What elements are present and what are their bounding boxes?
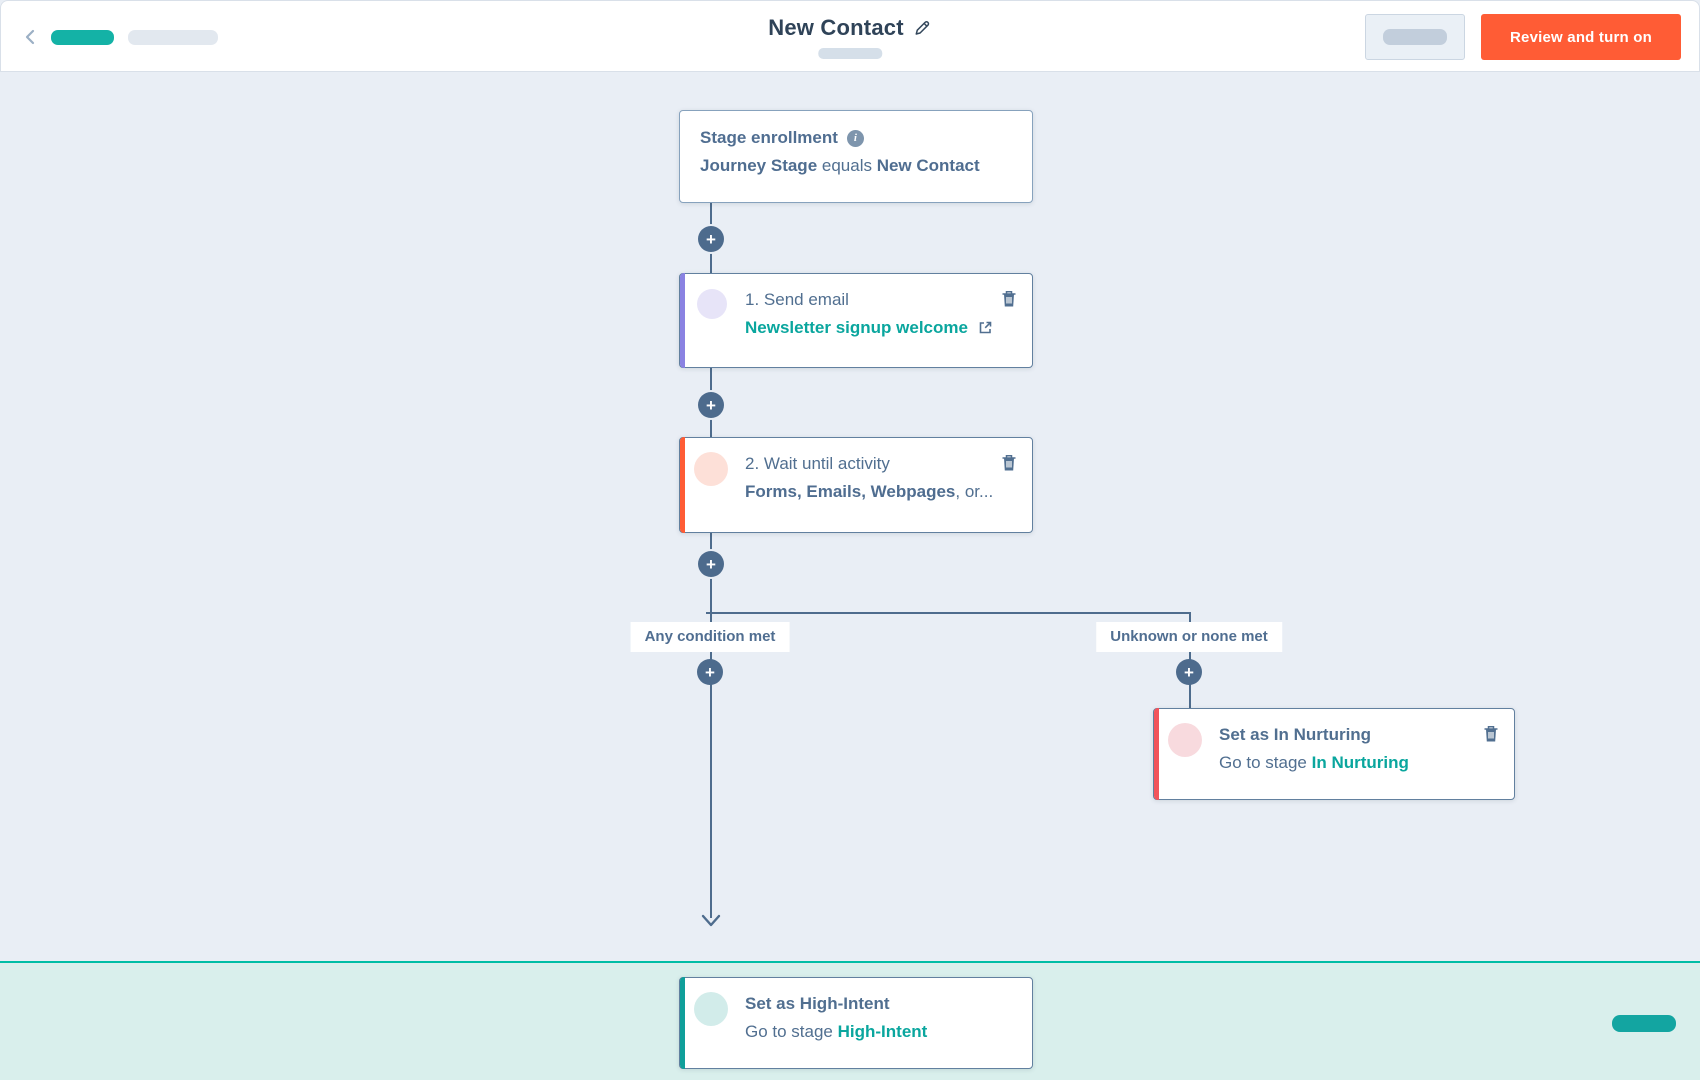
wait-title: 2. Wait until activity — [745, 454, 890, 473]
delete-action-icon[interactable] — [1001, 454, 1017, 472]
goal-title: Set as High-Intent — [745, 994, 890, 1013]
wait-detail: Forms, Emails, Webpages, or... — [745, 482, 994, 501]
delete-action-icon[interactable] — [1001, 290, 1017, 308]
stage-enrollment-card[interactable]: Stage enrollment i Journey Stage equals … — [679, 110, 1033, 203]
review-and-turn-on-button[interactable]: Review and turn on — [1481, 14, 1681, 60]
add-action-button-right-branch[interactable]: + — [1176, 659, 1202, 685]
stage-action-icon — [694, 992, 728, 1026]
enrollment-criteria: Journey Stage equals New Contact — [700, 156, 980, 175]
header-actions: Review and turn on — [1365, 14, 1681, 60]
breadcrumb-placeholder-teal — [51, 29, 114, 45]
branch-label-left: Any condition met — [630, 622, 790, 652]
send-email-detail: Newsletter signup welcome — [745, 318, 1014, 338]
add-action-button-left-branch[interactable]: + — [697, 659, 723, 685]
wait-action-icon — [694, 452, 728, 486]
goal-badge-placeholder — [1612, 1015, 1676, 1032]
nurture-title: Set as In Nurturing — [1219, 725, 1372, 744]
edit-pencil-icon[interactable] — [914, 19, 932, 37]
stage-action-icon — [1168, 723, 1202, 757]
email-link[interactable]: Newsletter signup welcome — [745, 318, 968, 337]
page-title: New Contact — [768, 15, 904, 40]
back-chevron-icon[interactable] — [23, 29, 37, 45]
connector-left-branch — [710, 612, 712, 918]
delete-action-icon[interactable] — [1483, 725, 1499, 743]
goal-section: Set as High-Intent Go to stage High-Inte… — [0, 961, 1700, 1080]
top-bar: New Contact Review and turn on — [0, 0, 1700, 72]
title-block: New Contact — [768, 15, 931, 59]
set-in-nurturing-card[interactable]: Set as In Nurturing Go to stage In Nurtu… — [1153, 708, 1515, 800]
branch-label-right: Unknown or none met — [1096, 622, 1282, 652]
nurture-detail: Go to stage In Nurturing — [1219, 753, 1409, 772]
goal-accent — [680, 977, 685, 1069]
send-email-accent — [680, 273, 685, 368]
workflow-canvas: Stage enrollment i Journey Stage equals … — [0, 72, 1700, 961]
add-action-button-2[interactable]: + — [698, 392, 724, 418]
goal-detail: Go to stage High-Intent — [745, 1022, 928, 1041]
add-action-button-1[interactable]: + — [698, 226, 724, 252]
wait-until-activity-card[interactable]: 2. Wait until activity Forms, Emails, We… — [679, 437, 1033, 533]
external-link-icon[interactable] — [978, 320, 993, 335]
nurture-accent — [1154, 708, 1159, 800]
email-action-icon — [697, 289, 727, 319]
breadcrumb-placeholder-gray — [128, 29, 218, 45]
send-email-card[interactable]: 1. Send email Newsletter signup welcome — [679, 273, 1033, 368]
subtitle-placeholder — [818, 48, 882, 59]
set-high-intent-card[interactable]: Set as High-Intent Go to stage High-Inte… — [679, 977, 1033, 1069]
info-icon[interactable]: i — [846, 129, 864, 147]
arrow-down-icon — [701, 914, 721, 927]
wait-accent — [680, 437, 685, 533]
connector-branch-horizontal — [706, 612, 1191, 614]
enrollment-title: Stage enrollment — [700, 128, 838, 147]
header-left-group — [23, 29, 218, 45]
secondary-button-label-placeholder — [1383, 29, 1447, 45]
send-email-title: 1. Send email — [745, 290, 849, 309]
add-action-button-3[interactable]: + — [698, 551, 724, 577]
secondary-button-placeholder[interactable] — [1365, 14, 1465, 60]
